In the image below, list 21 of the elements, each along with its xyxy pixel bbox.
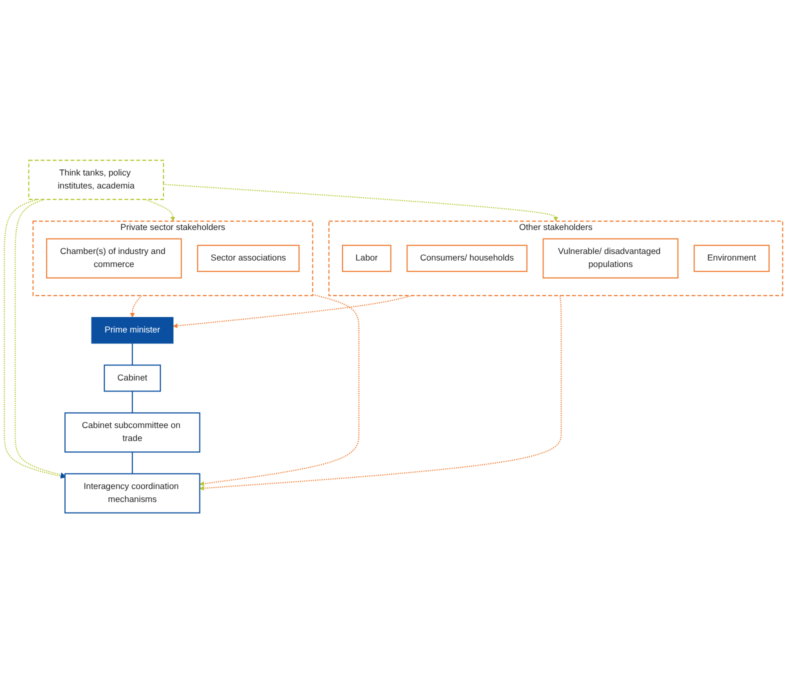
connector — [132, 392, 133, 414]
arrow — [145, 199, 176, 222]
node-box: Think tanks, policy institutes, academia — [28, 160, 164, 200]
node-box: Sector associations — [197, 245, 300, 272]
arrow — [14, 199, 66, 478]
arrow — [200, 294, 360, 486]
connector — [132, 452, 133, 474]
node-box: Cabinet subcommittee on trade — [64, 412, 200, 453]
node-box: Consumers/ households — [406, 245, 528, 272]
arrow — [130, 296, 142, 318]
node-box: Cabinet — [104, 364, 161, 392]
connector — [132, 344, 133, 366]
node-box: Vulnerable/ disadvantaged populations — [542, 238, 678, 279]
node-box: Interagency coordination mechanisms — [64, 474, 200, 514]
node-box: Prime minister — [91, 317, 174, 344]
node-box: Environment — [694, 245, 770, 272]
node-box: Labor — [342, 245, 392, 272]
node-box: Chamber(s) of industry and commerce — [46, 238, 182, 279]
arrow — [200, 296, 562, 491]
arrow — [4, 199, 66, 480]
arrow — [163, 184, 558, 222]
